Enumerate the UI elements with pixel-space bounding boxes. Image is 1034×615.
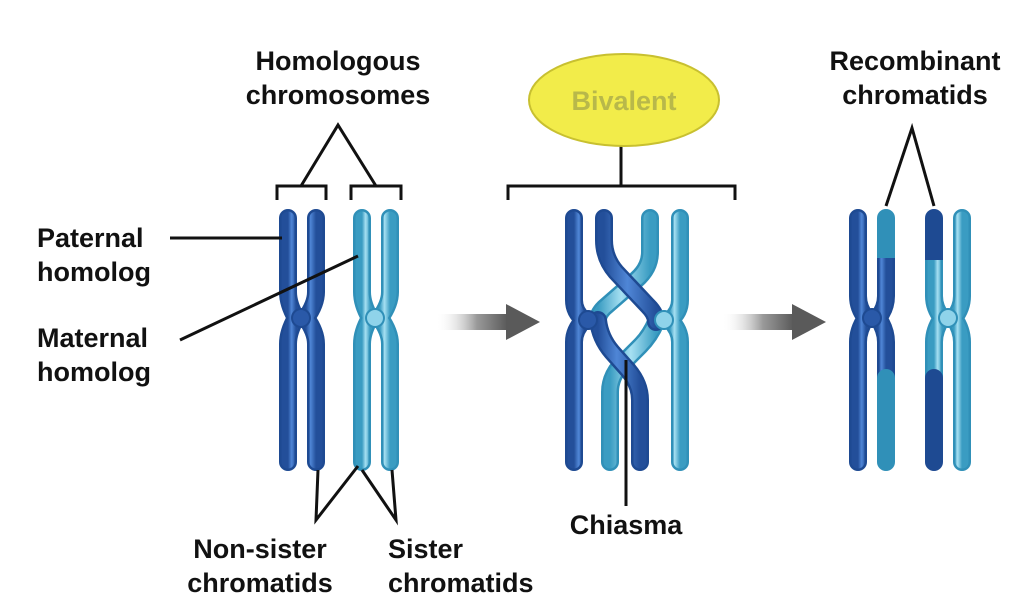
homologous-label: Homologous chromosomes: [228, 44, 448, 112]
maternal-line1: Maternal: [37, 323, 149, 353]
recombinant-label: Recombinant chromatids: [800, 44, 1030, 112]
nonsister-label: Non-sister chromatids: [160, 532, 360, 600]
maternal-homolog: [353, 209, 399, 471]
maternal-leader: [179, 254, 359, 342]
sister-line2: chromatids: [388, 568, 534, 598]
paternal-centromere: [291, 308, 311, 328]
bivalent-chromosomes: [565, 209, 689, 471]
homologous-bracket: [275, 122, 403, 200]
chiasma-label: Chiasma: [569, 510, 683, 540]
bivalent-centromere-paternal: [578, 310, 598, 330]
recombinant-line2: chromatids: [842, 80, 988, 110]
maternal-centromere: [365, 308, 385, 328]
homologous-line2: chromosomes: [245, 80, 431, 110]
nonsister-line2: chromatids: [187, 568, 333, 598]
paternal-line2: homolog: [37, 257, 151, 287]
bivalent-centromere-maternal: [654, 310, 674, 330]
recombinant-leader: [884, 122, 936, 207]
bivalent-highlight: [528, 53, 720, 147]
sister-line1: Sister: [388, 534, 464, 564]
bivalent-label: Bivalent: [571, 86, 677, 116]
recombinant-chromosomes: [849, 209, 971, 471]
paternal-label: Paternal homolog: [37, 221, 151, 289]
recombinant-line1: Recombinant: [829, 46, 1001, 76]
chromatid-pointers: [314, 465, 398, 526]
sister-label: Sister chromatids: [388, 532, 534, 600]
paternal-line1: Paternal: [37, 223, 144, 253]
right-arrow-icon: [436, 304, 540, 340]
maternal-label: Maternal homolog: [37, 321, 151, 389]
nonsister-line1: Non-sister: [193, 534, 327, 564]
maternal-line2: homolog: [37, 357, 151, 387]
right-arrow-icon: [722, 304, 826, 340]
homologous-line1: Homologous: [255, 46, 421, 76]
paternal-homolog: [279, 209, 325, 471]
